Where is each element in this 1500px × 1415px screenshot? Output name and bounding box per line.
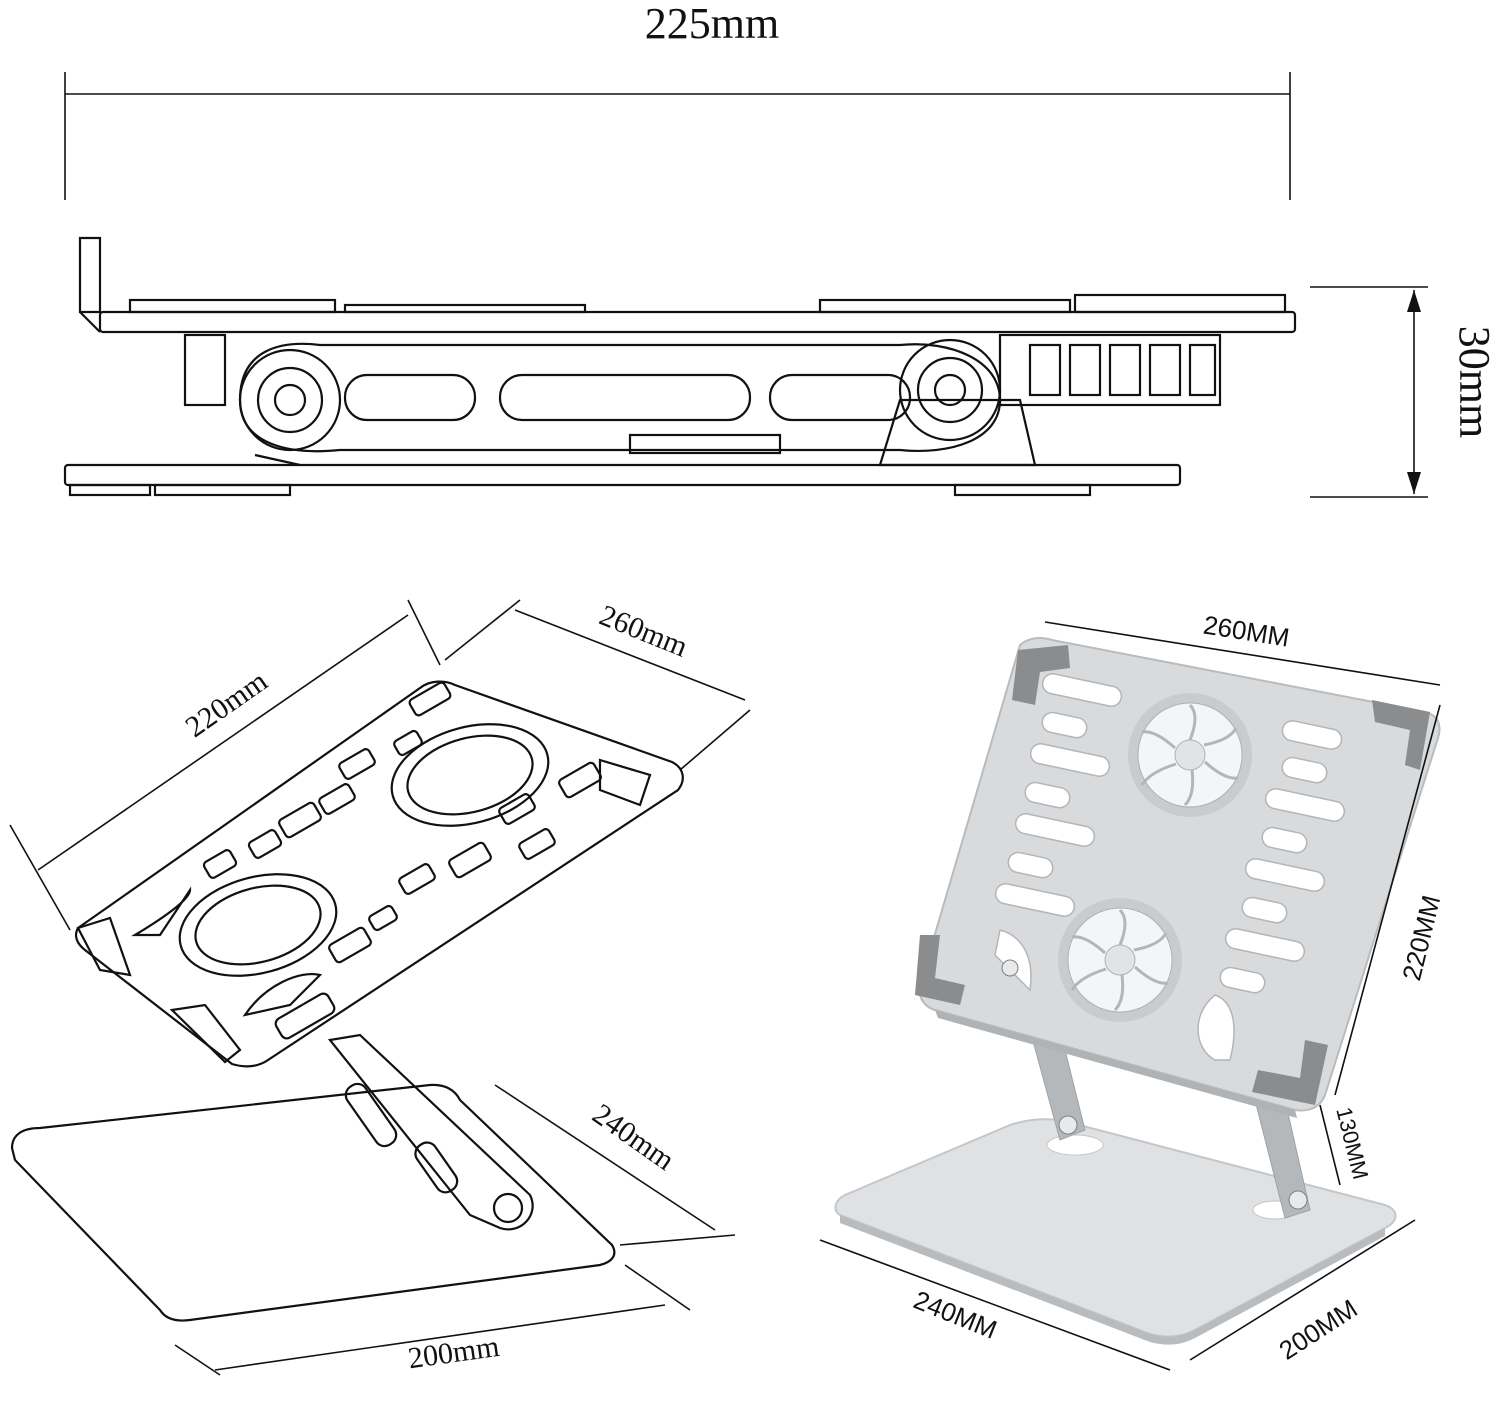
line-drawing-width-dimension: 260mm: [444, 599, 751, 771]
side-view-stand-drawing: [63, 236, 1297, 497]
side-view-height-dimension: 30mm: [1310, 286, 1499, 498]
line-drawing-width-label: 260mm: [595, 599, 692, 664]
photo-view-arm-dimension: 130MM: [1319, 1105, 1373, 1186]
line-drawing-depth-label: 220mm: [180, 664, 274, 744]
photo-view-corner-pad: [1012, 645, 1070, 705]
side-view-width-dimension: 225mm: [64, 0, 1291, 200]
photo-view-fan: [1128, 693, 1252, 817]
photo-view-depth-label: 220MM: [1396, 892, 1446, 983]
photo-view-fan: [1058, 898, 1182, 1022]
photo-view-corner-pad: [915, 935, 965, 1005]
photo-view-width-label: 260MM: [1201, 610, 1291, 653]
line-drawing-depth-dimension: 220mm: [9, 599, 441, 931]
photo-view: 260MM 220MM 130MM 240MM 200MM: [819, 610, 1446, 1371]
side-view-height-label: 30mm: [1450, 326, 1499, 438]
line-drawing-base-depth-label: 240mm: [586, 1097, 680, 1177]
line-drawing-base-width-label: 200mm: [406, 1330, 501, 1375]
line-drawing-stand: [10, 680, 684, 1322]
line-drawing-base-width-dimension: 200mm: [174, 1264, 691, 1376]
line-drawing-base-depth-dimension: 240mm: [494, 1084, 736, 1246]
photo-view-base: [834, 1118, 1397, 1338]
photo-view-arm-label: 130MM: [1331, 1105, 1373, 1182]
photo-view-base-depth-label: 240MM: [910, 1285, 1002, 1345]
photo-view-base-width-label: 200MM: [1274, 1293, 1363, 1365]
photo-view-corner-pad: [1252, 1040, 1328, 1105]
photo-view-corner-pad: [1372, 700, 1430, 770]
photo-view-vent-slots: [994, 673, 1346, 1061]
side-view: 225mm 30mm: [63, 0, 1499, 498]
side-view-width-label: 225mm: [645, 0, 779, 48]
line-drawing-view: 220mm 260mm 240mm 200mm: [9, 599, 751, 1376]
